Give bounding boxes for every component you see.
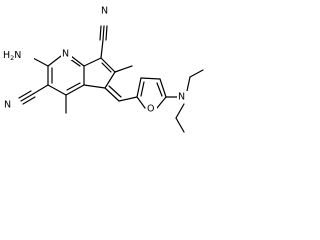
bond-furan-c5-o xyxy=(156,96,167,109)
amino-n: N xyxy=(14,50,21,61)
bond-furan-c3-c4 xyxy=(140,77,161,80)
bond-furan-c4-c5 xyxy=(159,78,167,98)
bond-c6-n1-double xyxy=(69,58,81,67)
bonds xyxy=(18,25,204,133)
bond-c9-c5 xyxy=(83,84,106,89)
atom-label-n-diethylamino: N xyxy=(178,92,185,103)
bond-furan-c2-c3 xyxy=(136,77,142,98)
bond-n-ethyl1-b xyxy=(189,69,204,78)
bond-c3-cn-left xyxy=(32,84,49,95)
bond-c6-n1 xyxy=(70,55,85,67)
atom-label-n-top-nitrile: N xyxy=(101,6,108,17)
bond-c6-c7 xyxy=(83,57,102,67)
bond-furan-c2-c3-double xyxy=(140,81,145,97)
atom-label-o-furan: O xyxy=(147,104,154,115)
bond-cn-left-triple-b xyxy=(18,90,32,99)
bond-n-ethyl2-b xyxy=(175,117,185,133)
bond-furan-c4-c5-double xyxy=(156,82,163,97)
bond-c9-ch-double xyxy=(108,85,122,98)
bond-n-ethyl2-a xyxy=(175,103,185,119)
bond-n1-c2 xyxy=(47,55,62,67)
bond-c4-c5 xyxy=(65,84,85,96)
bond-cn-top-triple-c xyxy=(105,25,108,41)
chemical-structure-diagram: N N H2N N O N xyxy=(2,5,204,133)
bond-c7-c8-double xyxy=(101,62,112,73)
bond-c7-cn-top xyxy=(100,39,104,59)
bond-c3-c4 xyxy=(47,84,67,96)
bond-c7-c8 xyxy=(100,57,116,73)
bond-c2-amino xyxy=(32,57,49,67)
atom-labels: N N H2N N O N xyxy=(2,5,188,115)
bond-c8-c9 xyxy=(104,71,116,89)
amino-sub: 2 xyxy=(10,54,14,62)
amino-h: H xyxy=(3,50,10,61)
atom-label-n-pyridine: N xyxy=(62,49,69,60)
bond-furan-o-c2 xyxy=(136,96,146,109)
bond-cn-left-triple-c xyxy=(22,96,36,105)
atom-label-n-left-nitrile: N xyxy=(4,100,11,111)
bond-c9-ch xyxy=(104,87,120,102)
bond-cn-top-triple-b xyxy=(99,25,102,41)
bond-n-ethyl1-a xyxy=(186,76,191,92)
atom-label-amino: H2N xyxy=(3,50,21,63)
bond-c4-c5-double xyxy=(66,82,81,91)
bond-ch-furan xyxy=(118,96,138,102)
bond-cn-left-triple-a xyxy=(20,93,34,102)
bond-c8-methyl xyxy=(114,65,133,73)
bond-cn-top-triple-a xyxy=(102,25,105,41)
